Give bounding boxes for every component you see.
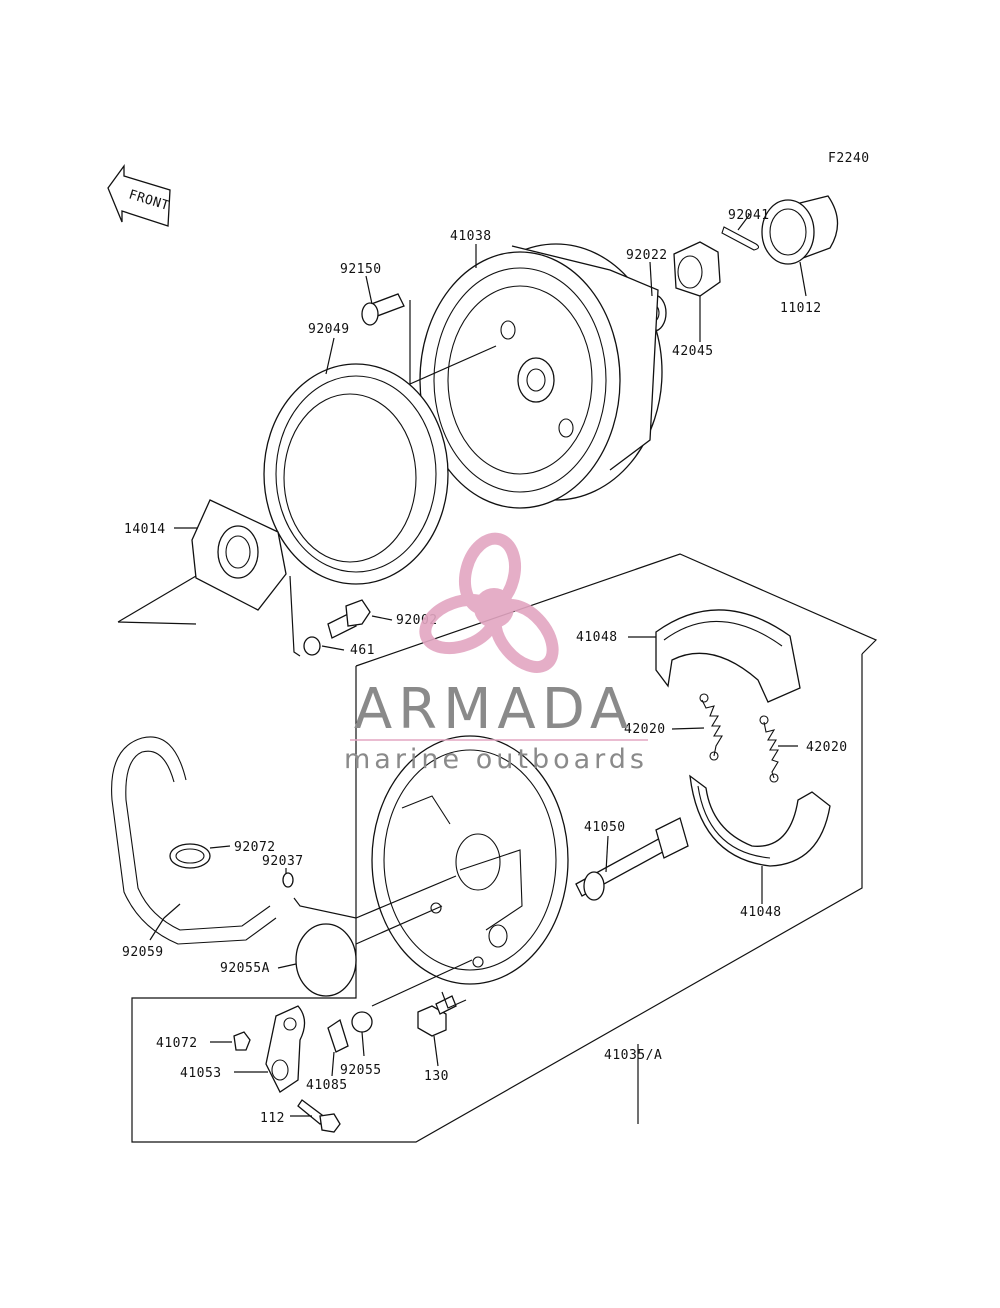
part-label-92150: 92150 [340,262,382,277]
guide-line-oring [355,905,473,1009]
castle-nut-42045 [673,241,721,297]
part-label-42020b: 42020 [806,740,848,755]
bolt-92002 [327,599,371,639]
armada-logo-icon [419,532,559,673]
part-label-92055A: 92055A [220,961,270,976]
cotter-pin-92041 [721,226,760,251]
leader-lines [149,213,807,1124]
part-label-41050: 41050 [584,820,626,835]
front-arrow-icon: FRONT [107,164,171,227]
part-label-11012: 11012 [780,301,822,316]
nut-41072 [233,1031,251,1051]
bolt-112 [297,1099,341,1133]
lower-group-frame [131,654,863,1143]
guide-line-clip [293,875,457,919]
spring-42020-right [759,715,779,783]
clip-92037 [282,872,294,888]
part-label-41072: 41072 [156,1036,198,1051]
part-label-461: 461 [350,643,375,658]
brake-drum-41038 [419,243,663,509]
bolt-92150 [361,293,405,326]
camshaft-41050 [575,817,689,901]
part-label-41053: 41053 [180,1066,222,1081]
clamp-92072 [169,843,211,869]
group-bracket-lower [289,575,301,657]
part-label-92049: 92049 [308,322,350,337]
bolt-130 [417,995,457,1037]
part-label-92022: 92022 [626,248,668,263]
figure-code: F2240 [828,151,870,166]
cam-lever-41053 [265,1005,306,1093]
group-bracket-left [117,575,197,625]
hub-cap-11012 [761,195,839,265]
part-label-92059: 92059 [122,945,164,960]
o-ring-92055 [351,1011,373,1033]
part-label-92041: 92041 [728,208,770,223]
part-label-41085: 41085 [306,1078,348,1093]
watermark-tagline: marine outboards [344,744,648,775]
o-ring-92055A [295,923,357,997]
washer-461 [303,636,321,656]
bolt-bracket [409,300,497,385]
part-label-130: 130 [424,1069,449,1084]
brake-panel-41035A [371,735,569,985]
part-label-41038: 41038 [450,229,492,244]
part-label-92072: 92072 [234,840,276,855]
part-label-41048b: 41048 [740,905,782,920]
brake-shoe-41048-top [655,609,801,703]
indicator-41085 [327,1018,349,1053]
part-label-92037: 92037 [262,854,304,869]
part-label-42045: 42045 [672,344,714,359]
part-label-41048a: 41048 [576,630,618,645]
part-label-42020a: 42020 [624,722,666,737]
part-label-41035A: 41035/A [604,1048,662,1063]
bearing-housing-14014 [191,499,287,611]
part-label-112: 112 [260,1111,285,1126]
part-label-14014: 14014 [124,522,166,537]
brake-shoe-41048-bottom [689,774,831,867]
spring-42020-left [699,693,723,761]
part-label-92055: 92055 [340,1063,382,1078]
watermark-brand: ARMADA [354,677,634,742]
seal-ring-92049 [263,363,449,585]
